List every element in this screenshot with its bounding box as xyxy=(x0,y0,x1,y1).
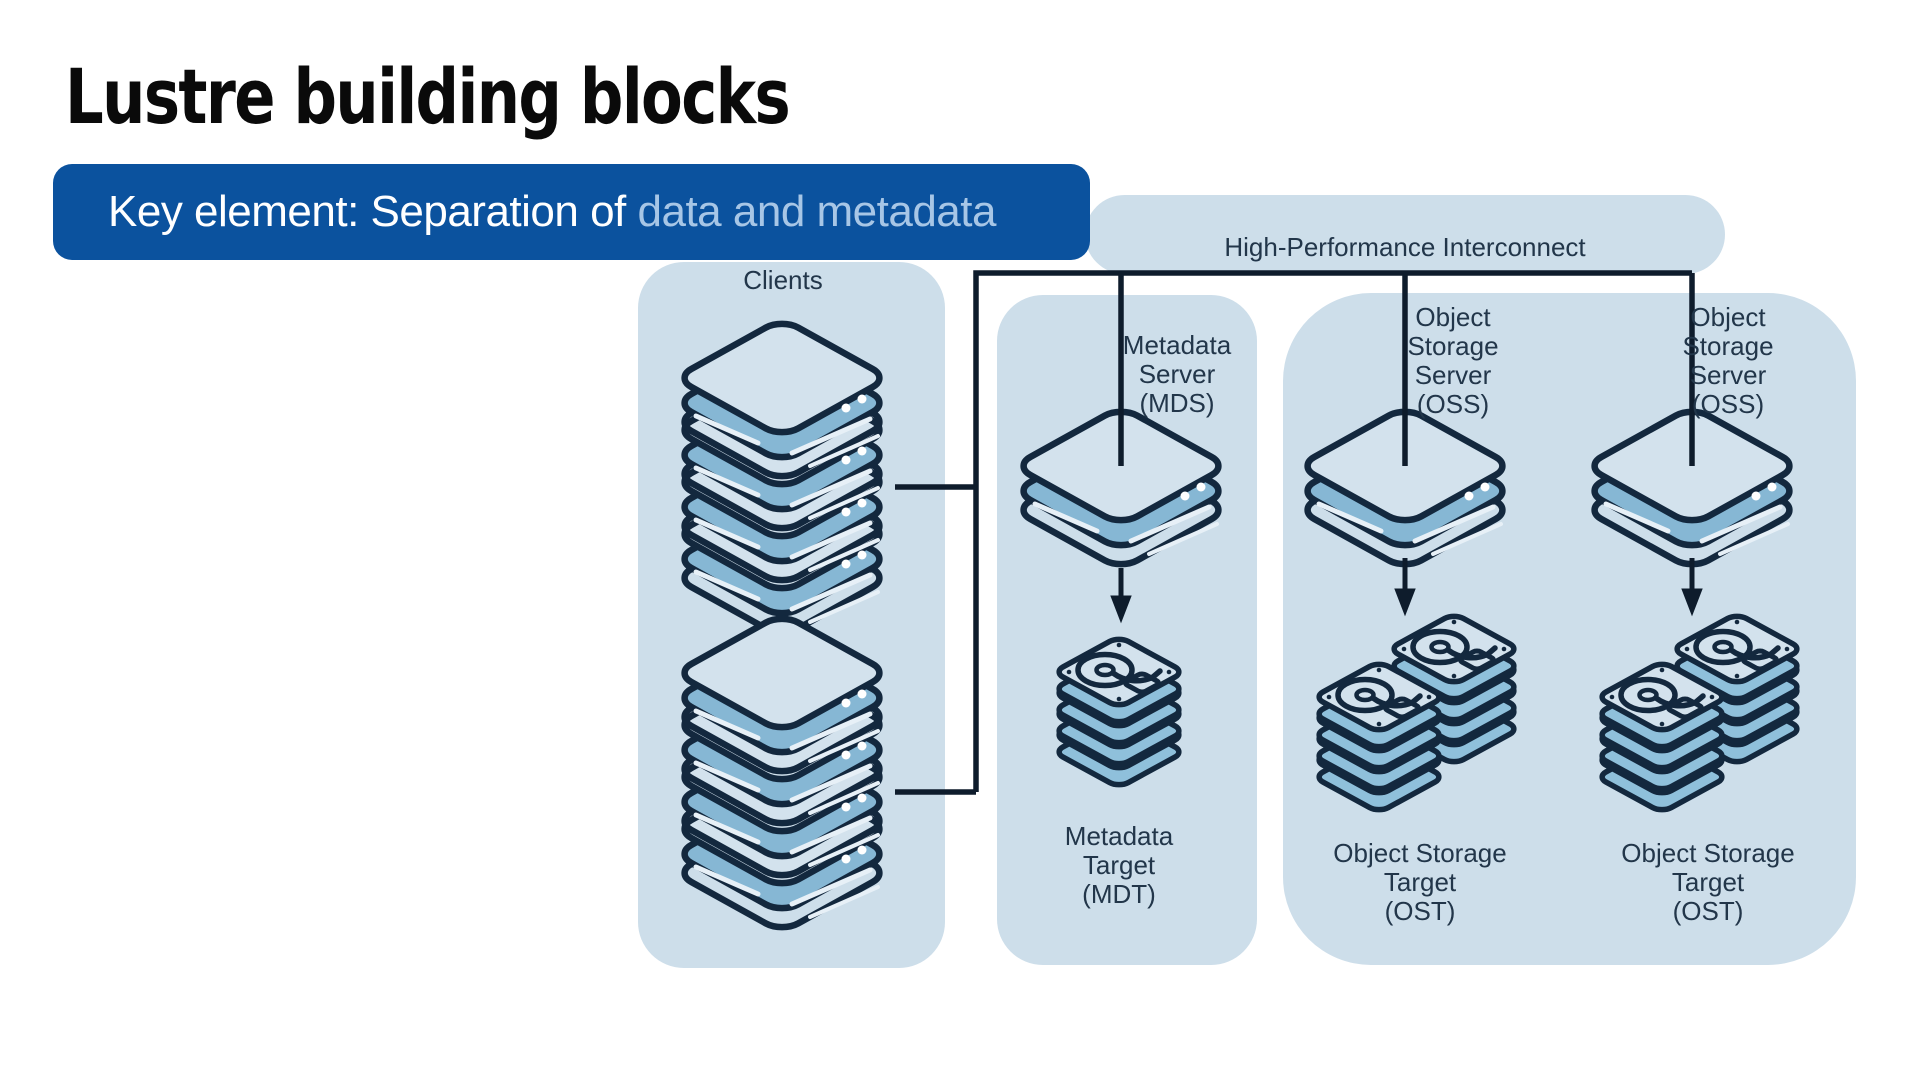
oss-label: Object Storage Server (OSS) xyxy=(1407,303,1498,419)
mds-label-line: Metadata xyxy=(1122,330,1232,360)
oss-label-line: Object xyxy=(1415,302,1491,332)
mds-label-line: Server xyxy=(1138,359,1216,389)
mds-label: Metadata Server (MDS) xyxy=(1123,331,1231,418)
ost-label-line: Target xyxy=(1383,867,1457,897)
interconnect-label: High-Performance Interconnect xyxy=(1224,232,1586,262)
ost-label: Object Storage Target (OST) xyxy=(1621,839,1794,926)
banner-text: Key element: Separation of xyxy=(108,187,626,236)
mdt-label-line: (MDT) xyxy=(1082,879,1156,909)
mds-label-line: (MDS) xyxy=(1139,388,1215,418)
ost-label-line: Target xyxy=(1671,867,1745,897)
oss-label-line: (OSS) xyxy=(1416,389,1490,419)
ost-label-line: (OST) xyxy=(1672,896,1744,926)
mdt-label-line: Metadata xyxy=(1064,821,1174,851)
oss-label-line: Object xyxy=(1690,302,1766,332)
interconnect-panel xyxy=(1085,195,1725,274)
ost-label-line: Object Storage xyxy=(1621,838,1795,868)
oss-label-line: Storage xyxy=(1407,331,1499,361)
banner-highlight-text: data and metadata xyxy=(637,187,997,236)
oss-label-line: Server xyxy=(1689,360,1767,390)
key-element-banner: Key element: Separation of data and meta… xyxy=(53,164,1090,260)
clients-panel xyxy=(638,262,945,968)
mdt-label-line: Target xyxy=(1082,850,1156,880)
ost-label-line: (OST) xyxy=(1384,896,1456,926)
oss-label-line: Storage xyxy=(1682,331,1774,361)
ost-label: Object Storage Target (OST) xyxy=(1333,839,1506,926)
oss-label-line: (OSS) xyxy=(1691,389,1765,419)
oss-label-line: Server xyxy=(1414,360,1492,390)
page-title: Lustre building blocks xyxy=(65,52,791,141)
mdt-label: Metadata Target (MDT) xyxy=(1065,822,1173,909)
oss-label: Object Storage Server (OSS) xyxy=(1682,303,1773,419)
ost-label-line: Object Storage xyxy=(1333,838,1507,868)
clients-label: Clients xyxy=(743,265,823,295)
